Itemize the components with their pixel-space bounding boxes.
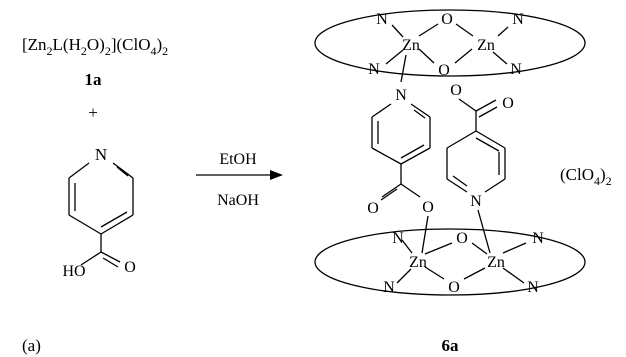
- bond: [116, 166, 129, 177]
- bond: [446, 178, 468, 193]
- bond: [400, 147, 431, 165]
- arrow-reagent-above: EtOH: [219, 151, 257, 168]
- o-atom-right-carbonyl: O: [502, 95, 514, 112]
- bond: [478, 106, 498, 118]
- bond: [100, 211, 128, 228]
- bond: [502, 267, 525, 284]
- bond: [484, 178, 506, 193]
- bond: [380, 188, 398, 201]
- bond: [410, 103, 431, 118]
- zn-atom-bottom-left: Zn: [409, 254, 427, 271]
- plus-sign: +: [88, 103, 98, 122]
- counterion: (ClO4)2: [560, 165, 612, 188]
- bond: [454, 48, 473, 64]
- o-atom-bottom-lower-bridge: O: [448, 279, 460, 296]
- n-atom-top-left: N: [376, 11, 388, 28]
- panel-label: (a): [22, 336, 41, 355]
- ligand-o-atom: O: [124, 259, 136, 276]
- bond: [100, 251, 121, 263]
- bond: [396, 268, 412, 284]
- n-atom-bottom-left: N: [392, 230, 404, 247]
- product-structure: N O N Zn Zn O N N N O O O O: [314, 9, 612, 296]
- n-atom-bottom-lower-right: N: [527, 279, 539, 296]
- bond: [475, 137, 500, 152]
- isonicotinic-acid: N HO O: [62, 145, 135, 280]
- o-atom-right-carboxylate: O: [450, 82, 462, 99]
- bond: [100, 214, 134, 235]
- arrow-head: [270, 170, 283, 180]
- bond: [421, 215, 429, 254]
- bond: [391, 24, 404, 38]
- bond: [400, 183, 421, 198]
- bond: [80, 251, 102, 266]
- bond: [418, 48, 435, 64]
- zn-atom-top-left: Zn: [402, 37, 420, 54]
- bond: [475, 99, 497, 112]
- bond: [68, 162, 90, 179]
- bond: [471, 242, 488, 255]
- bond: [112, 162, 134, 179]
- bond: [68, 214, 102, 235]
- zn-atom-top-right: Zn: [477, 37, 495, 54]
- reactant-label: 1a: [85, 70, 103, 89]
- bond: [401, 239, 413, 254]
- o-atom-bottom-bridge: O: [456, 230, 468, 247]
- bond: [424, 242, 453, 255]
- ligand-n-atom: N: [95, 145, 107, 164]
- arrow-reagent-below: NaOH: [217, 192, 259, 209]
- bond: [475, 130, 506, 149]
- n-atom-left-pyridine: N: [395, 87, 407, 104]
- bond: [455, 23, 474, 37]
- n-atom-bottom-lower-left: N: [383, 279, 395, 296]
- ligand-ho-group: HO: [62, 263, 85, 280]
- bond: [492, 51, 508, 65]
- o-atom-left-carbonyl: O: [367, 200, 379, 217]
- bond: [452, 175, 468, 187]
- product-label: 6a: [442, 336, 460, 355]
- bond: [497, 26, 509, 37]
- bond: [463, 267, 486, 280]
- bond: [400, 144, 425, 159]
- bond: [371, 103, 392, 118]
- bond: [477, 209, 491, 254]
- bond: [418, 23, 439, 37]
- n-atom-right-pyridine: N: [470, 193, 482, 210]
- reactant-formula: [Zn2L(H2O)2](ClO4)2: [22, 35, 168, 58]
- n-atom-top-lower-right: N: [510, 61, 522, 78]
- bond: [102, 257, 119, 268]
- bond: [381, 183, 402, 198]
- n-atom-top-lower-left: N: [368, 61, 380, 78]
- bond: [502, 242, 527, 254]
- bond: [413, 109, 426, 119]
- bond: [458, 98, 477, 112]
- o-atom-left-carboxylate: O: [422, 199, 434, 216]
- n-atom-top-right: N: [512, 11, 524, 28]
- o-atom-top-lower-bridge: O: [438, 62, 450, 79]
- bond: [424, 266, 445, 280]
- o-atom-top-bridge: O: [441, 11, 453, 28]
- bond: [371, 147, 402, 165]
- macrocycle-ellipse-top: [314, 9, 586, 77]
- macrocycle-ellipse-bottom: [314, 228, 586, 296]
- bond: [400, 54, 407, 83]
- bond: [446, 130, 477, 149]
- n-atom-bottom-right: N: [532, 230, 544, 247]
- bond: [385, 49, 404, 65]
- zn-atom-bottom-right: Zn: [487, 254, 505, 271]
